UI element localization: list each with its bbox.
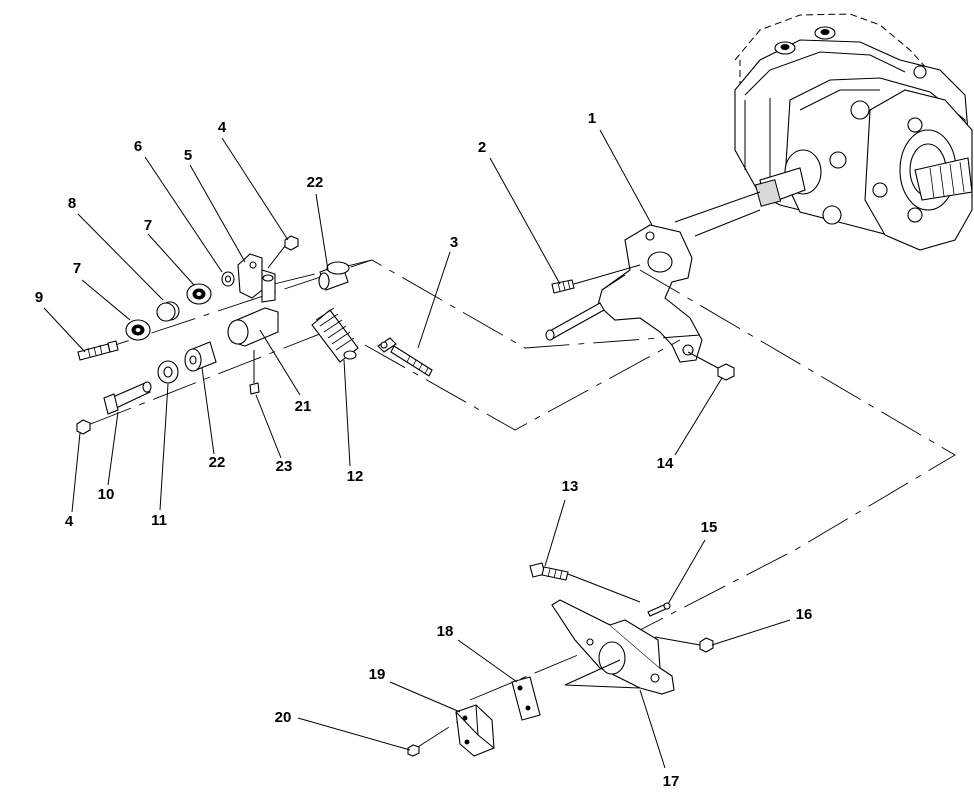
washer-part-11 [157,360,179,384]
callout-19: 19 [369,666,386,683]
bushing-part-22b [184,341,217,372]
callout-4-bottom: 4 [65,513,74,530]
callout-11: 11 [151,512,167,529]
fitting-part-23 [249,350,260,395]
nut-part-4a [267,235,299,269]
callout-20: 20 [275,709,292,726]
block-part-19 [455,704,495,757]
callout-18: 18 [437,623,454,640]
hub-part-21 [227,307,279,347]
centerline-b [364,339,681,431]
rod-part-3 [377,337,433,377]
callout-5: 5 [184,147,192,164]
centerline-e [87,329,331,426]
callout-15: 15 [701,519,718,536]
pump-assembly [674,13,973,251]
callout-6: 6 [134,138,142,155]
nut-part-14 [687,351,735,381]
bearing-part-7a [125,319,151,341]
callout-23: 23 [276,458,293,475]
pad-part-18 [511,676,541,721]
centerline-c [639,269,956,631]
callout-13: 13 [562,478,579,495]
callout-7-bottom: 7 [73,260,81,277]
callout-17: 17 [663,773,680,790]
washer-part-6 [221,271,235,287]
callout-16: 16 [796,606,813,623]
nut-part-16 [654,636,714,653]
callout-10: 10 [98,486,115,503]
centerline-a [269,259,701,349]
nut-part-4b [76,419,91,435]
callout-4-top: 4 [218,119,227,136]
pin-part-10 [103,381,152,415]
stud [545,302,605,341]
plate-part-17 [551,599,675,695]
callout-21: 21 [295,398,312,415]
callout-22-top: 22 [307,174,324,191]
callout-8: 8 [68,195,76,212]
spacer-part-8 [156,301,180,322]
callout-14: 14 [657,455,674,472]
lever-part-5 [237,253,276,303]
callout-2: 2 [478,139,486,156]
nut-part-20 [407,744,420,757]
callout-labels: 1 2 3 4 4 5 6 7 7 8 9 10 11 12 13 14 15 … [35,110,813,790]
spring-part-12 [311,307,359,363]
leader-lines [43,129,791,769]
callout-3: 3 [450,234,458,251]
callout-12: 12 [347,468,364,485]
bracket-part-1 [597,224,703,363]
callout-1: 1 [588,110,596,127]
bearing-part-7b [186,283,212,305]
bolt-part-9 [77,340,119,361]
callout-9: 9 [35,289,43,306]
bolt-part-2 [551,264,641,294]
centerline-f [469,649,591,701]
bushing-part-22a [318,261,350,291]
callout-22-bottom: 22 [209,454,226,471]
bolt-part-13 [529,562,641,603]
callout-7-top: 7 [144,217,152,234]
pin-part-15 [647,602,671,617]
